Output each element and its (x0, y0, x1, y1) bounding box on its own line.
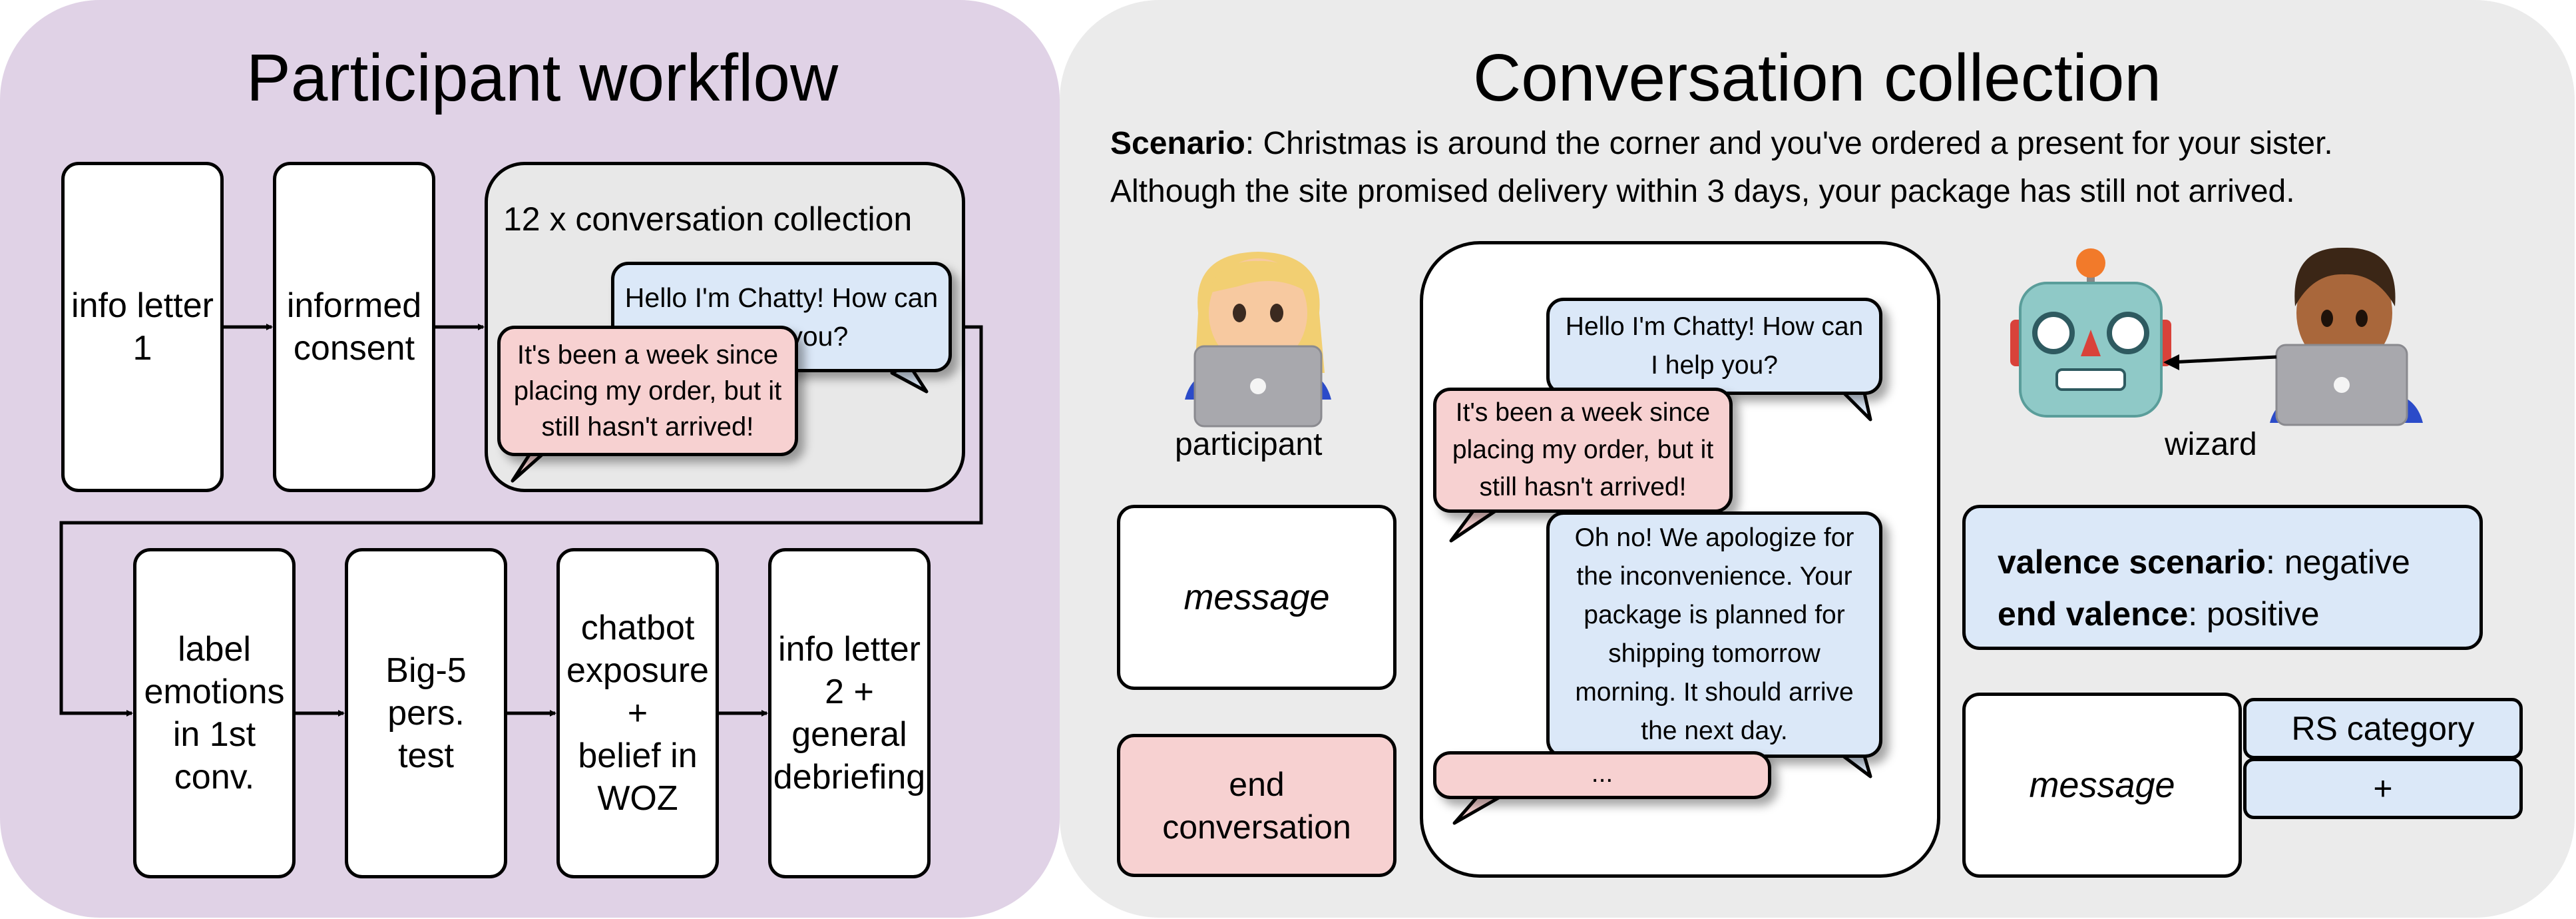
participant-label: participant (1175, 427, 1323, 462)
end-conversation-button[interactable]: end conversation (1117, 734, 1396, 877)
rs-category-add-button[interactable]: + (2243, 758, 2523, 819)
left-user-bubble: It's been a week since placing my order,… (497, 326, 798, 456)
scenario-text-1: : Christmas is around the corner and you… (1245, 126, 2333, 161)
valence-scenario-value: : negative (2266, 543, 2410, 581)
chat-typing-indicator: ... (1433, 751, 1771, 799)
end-valence-line: end valence: positive (1998, 588, 2479, 640)
end-valence-key: end valence (1998, 595, 2189, 633)
step-info-letter-1: info letter 1 (61, 162, 224, 492)
step-chatbot-exposure: chatbot exposure + belief in WOZ (556, 548, 719, 878)
scenario-line-1: Scenario: Christmas is around the corner… (1110, 125, 2333, 162)
valence-scenario-line: valence scenario: negative (1998, 536, 2479, 588)
conversation-collection-panel-title: Conversation collection (1473, 41, 2161, 115)
scenario-label: Scenario (1110, 126, 1245, 161)
chat-user-message: It's been a week since placing my order,… (1433, 388, 1733, 513)
arrow-collection-to-label (59, 325, 983, 717)
wizard-to-robot-arrow (2171, 355, 2277, 364)
wizard-label: wizard (2165, 427, 2257, 462)
rs-category-button[interactable]: RS category (2243, 698, 2523, 759)
step-informed-consent: informed consent (273, 162, 435, 492)
laptop-icon (1193, 345, 1323, 428)
scenario-line-2: Although the site promised delivery with… (1110, 174, 2295, 209)
laptop-icon (2275, 344, 2408, 426)
chat-bot-greeting: Hello I'm Chatty! How can I help you? (1546, 298, 1882, 395)
step-big5-test: Big-5 pers. test (345, 548, 507, 878)
valence-scenario-key: valence scenario (1998, 543, 2266, 581)
step-info-letter-2: info letter 2 + general debriefing (768, 548, 931, 878)
valence-info-box: valence scenario: negative end valence: … (1962, 505, 2483, 650)
end-valence-value: : positive (2188, 595, 2320, 633)
participant-workflow-title: Participant workflow (246, 41, 839, 115)
conversation-collection-title: 12 x conversation collection (503, 200, 913, 238)
chat-bot-reply: Oh no! We apologize for the inconvenienc… (1546, 511, 1882, 758)
step-label-emotions: label emotions in 1st conv. (133, 548, 296, 878)
wizard-message-input[interactable]: message (1962, 693, 2242, 878)
participant-message-input[interactable]: message (1117, 505, 1396, 690)
